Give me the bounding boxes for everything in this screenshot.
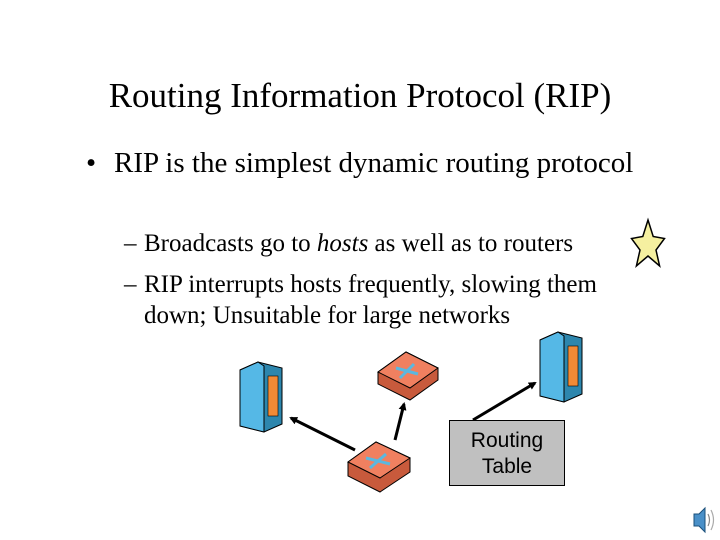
sub-bullet-text-before: Broadcasts go to (144, 230, 317, 257)
sub-bullet-line-2: down; Unsuitable for large networks (144, 302, 511, 329)
arrow-router-to-top-router (393, 402, 407, 441)
dash-mark: – (124, 230, 137, 257)
arrow-table-to-right-server (472, 381, 537, 422)
routing-table-label-line1: Routing (470, 429, 544, 452)
dash-mark: – (124, 271, 137, 298)
routing-table-label-line2: Table (481, 455, 533, 478)
bullet-text: RIP is the simplest dynamic routing prot… (114, 147, 634, 179)
sub-bullet-line-1: RIP interrupts hosts frequently, slowing… (144, 271, 597, 298)
sub-bullet-text-after: as well as to routers (368, 230, 574, 257)
star-icon (630, 217, 666, 269)
router-icon (377, 351, 439, 401)
sub-bullet-text: Broadcasts go to hosts as well as to rou… (144, 228, 573, 259)
emphasis-hosts: hosts (316, 230, 369, 257)
arrow-router-to-left-server (289, 416, 356, 452)
server-icon (539, 331, 583, 403)
routing-table-box: Routing Table (449, 420, 565, 486)
speaker-icon[interactable] (693, 506, 715, 534)
server-icon (239, 361, 283, 433)
bullet-mark: • (86, 147, 97, 179)
router-icon (347, 441, 412, 493)
slide-title: Routing Information Protocol (RIP) (108, 76, 612, 115)
